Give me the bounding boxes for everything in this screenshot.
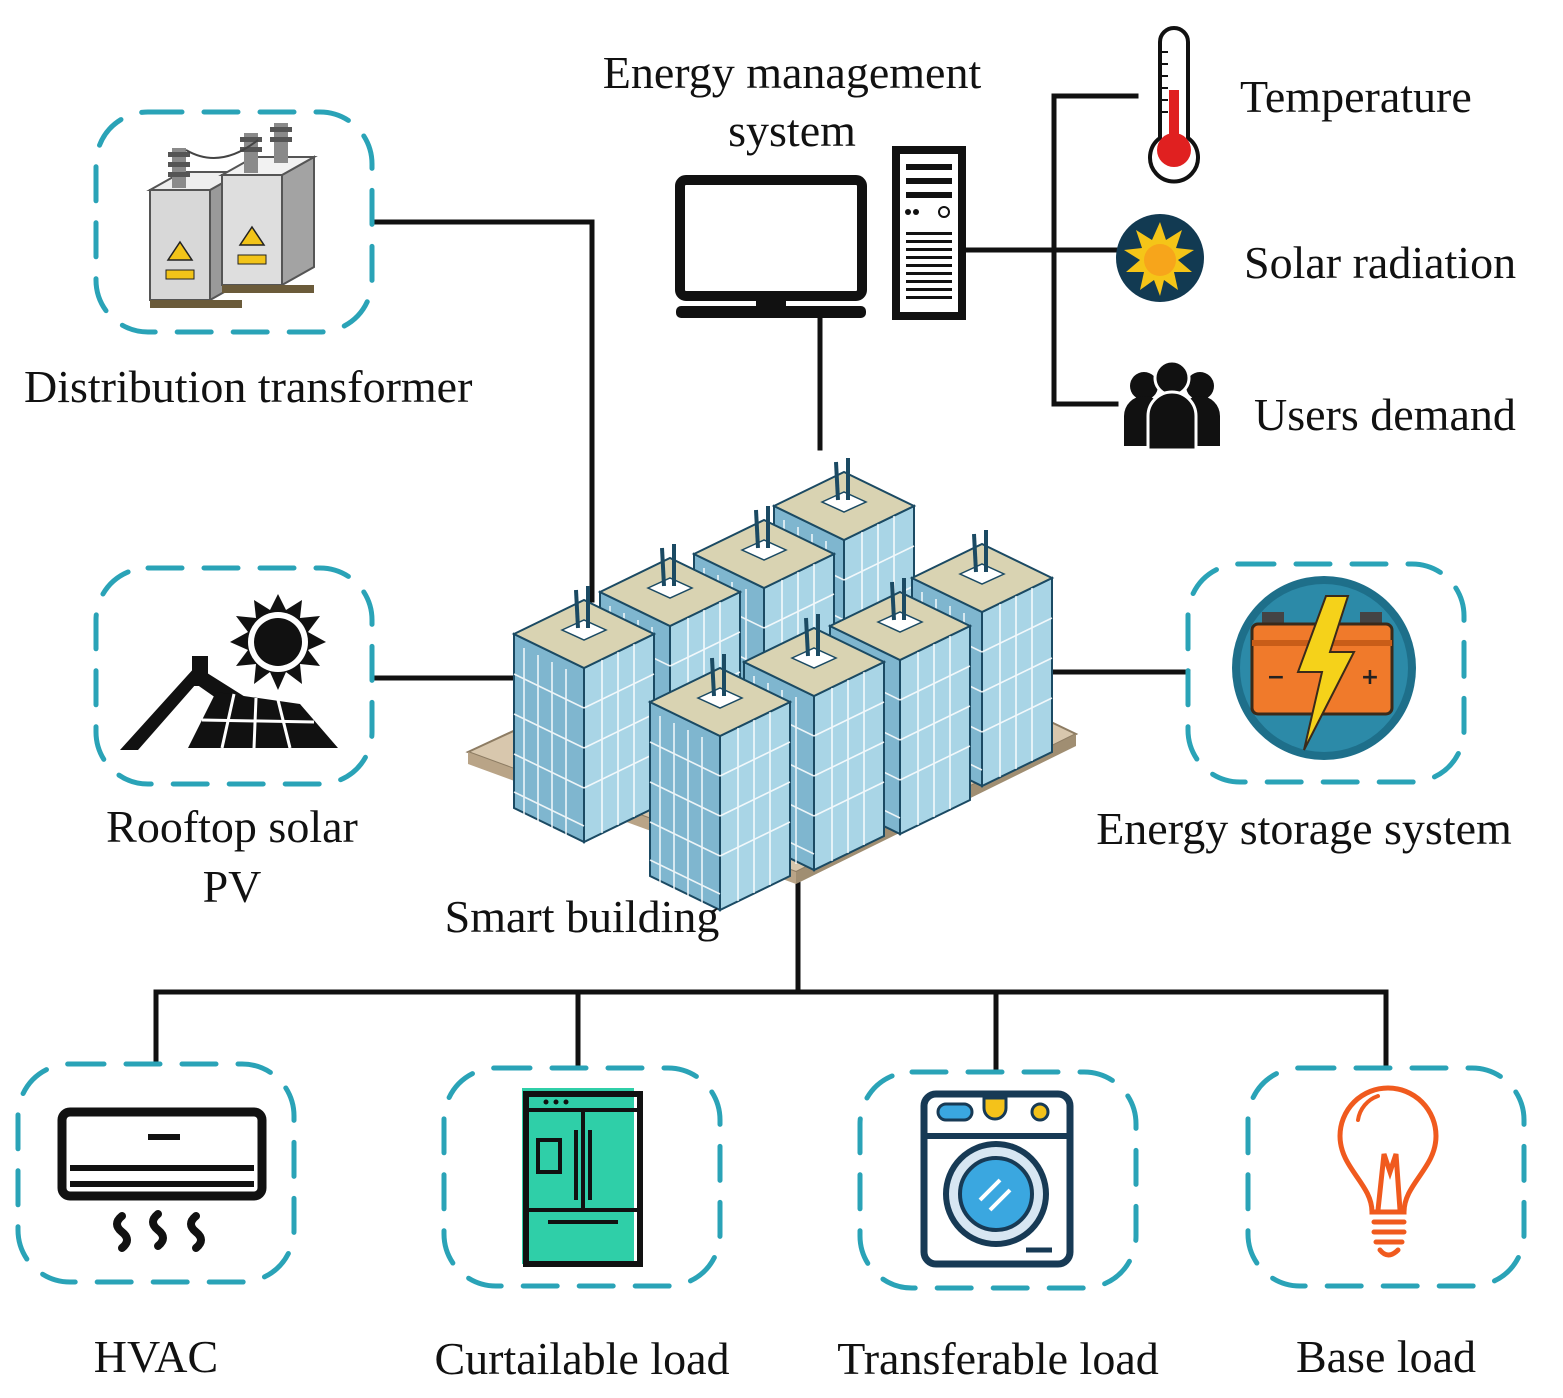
air-conditioner-icon — [57, 1107, 267, 1252]
distribution-transformer-label: Distribution transformer — [24, 361, 472, 412]
svg-text:+: + — [1361, 665, 1379, 690]
ems-label-line2: system — [728, 105, 856, 156]
base-load-label: Base load — [1296, 1331, 1476, 1382]
temperature-label: Temperature — [1240, 71, 1472, 122]
rooftop-pv-label-line2: PV — [203, 861, 262, 912]
transferable-load-label: Transferable load — [837, 1333, 1158, 1384]
frame-base-load — [1245, 1065, 1527, 1289]
light-bulb-icon — [1337, 1085, 1439, 1258]
solar-radiation-label: Solar radiation — [1244, 237, 1516, 288]
frame-hvac — [15, 1061, 297, 1285]
frame-curtailable — [441, 1065, 723, 1289]
wire-transformer — [369, 219, 595, 603]
frame-transferable — [857, 1069, 1139, 1291]
refrigerator-icon — [522, 1088, 643, 1267]
monitor-icon — [675, 175, 867, 318]
dashed-frames — [15, 109, 1527, 1291]
washing-machine-icon — [920, 1090, 1074, 1268]
frame-rooftop-pv — [93, 565, 375, 787]
curtailable-load-label: Curtailable load — [434, 1333, 729, 1384]
users-group-icon — [1124, 359, 1220, 452]
smart-building-icon — [465, 456, 1079, 912]
transformer-icon — [146, 123, 318, 308]
svg-text:−: − — [1267, 665, 1285, 690]
smart-building-label: Smart building — [445, 891, 720, 942]
connection-lines — [153, 93, 1389, 1073]
frame-energy-storage — [1185, 561, 1467, 785]
battery-icon: − + — [1232, 576, 1416, 760]
server-tower-icon — [892, 146, 966, 320]
ems-label-line1: Energy management — [603, 47, 982, 98]
rooftop-pv-label-line1: Rooftop solar — [106, 801, 358, 852]
frame-transformer — [93, 109, 375, 335]
energy-storage-label: Energy storage system — [1096, 803, 1512, 854]
users-demand-label: Users demand — [1254, 389, 1516, 440]
rooftop-solar-icon — [120, 594, 338, 750]
sun-icon — [1116, 214, 1204, 302]
thermometer-icon — [1148, 26, 1200, 184]
hvac-label: HVAC — [94, 1331, 218, 1382]
